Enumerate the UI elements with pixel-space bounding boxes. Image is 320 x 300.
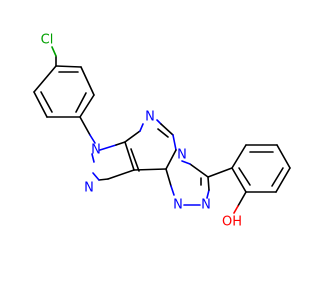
- triazole-aryl-bond: [207, 167, 233, 178]
- chlorophenyl-ring: [33, 65, 95, 118]
- atom-label-n-pyrimidine-top: N: [145, 110, 155, 125]
- atom-label-n-pyrazole-1: N: [91, 143, 101, 158]
- pyrimidine-ring: [124, 119, 177, 171]
- molecule-structure-canvas: Cl N N N N N N OH: [33, 33, 291, 230]
- triazole-ring: [165, 160, 210, 206]
- aryl-n-bond-carbon-half: [79, 116, 91, 136]
- atom-label-n-pyrimidine-fused: N: [177, 148, 187, 163]
- c-o-bond-oxygen-half: [233, 205, 239, 214]
- atom-label-cl: Cl: [41, 33, 54, 48]
- atom-label-n-pyrazole-2: N: [84, 181, 94, 196]
- atom-label-n-triazole-1: N: [173, 198, 183, 213]
- aryl-n-bond-nitrogen-half: [89, 134, 96, 144]
- c-cl-bond-chlorine-half: [51, 46, 57, 57]
- atom-label-n-triazole-2: N: [201, 198, 211, 213]
- atom-label-oh: OH: [222, 215, 242, 230]
- c-o-bond-carbon-half: [237, 191, 247, 207]
- hydroxyphenyl-ring: [231, 144, 291, 193]
- pyrazole-ring: [91, 141, 140, 181]
- molecule-structure: Cl N N N N N N OH: [33, 33, 291, 230]
